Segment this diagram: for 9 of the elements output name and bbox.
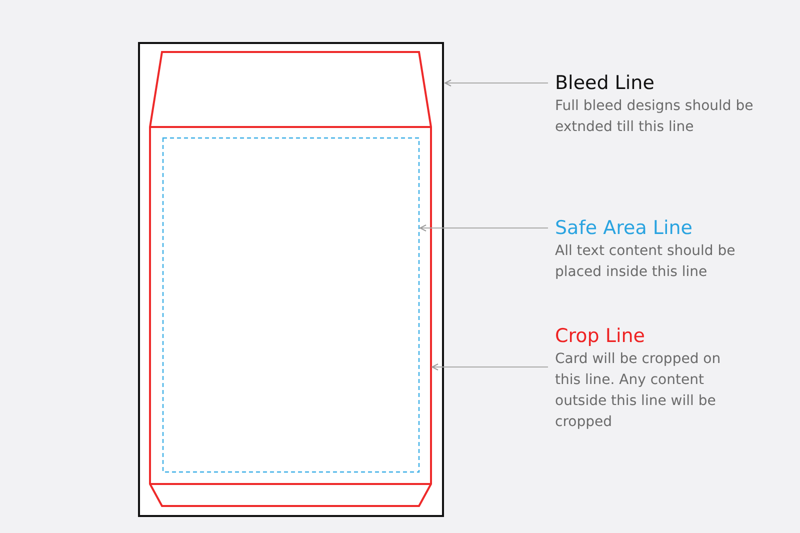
callout-heading: Bleed Line <box>555 71 656 96</box>
leader-arrow <box>444 80 548 86</box>
leader-arrow <box>432 364 548 370</box>
callout-heading: Crop Line <box>555 324 646 349</box>
callout-description: All text content should be placed inside this line <box>555 242 736 282</box>
callout-description: Full bleed designs should be extnded till this line <box>555 97 754 137</box>
leader-arrow <box>420 224 548 232</box>
callout-description: Card will be cropped on this line. Any content outside this line will be cropped <box>555 350 722 432</box>
callout-heading: Safe Area Line <box>555 216 694 241</box>
